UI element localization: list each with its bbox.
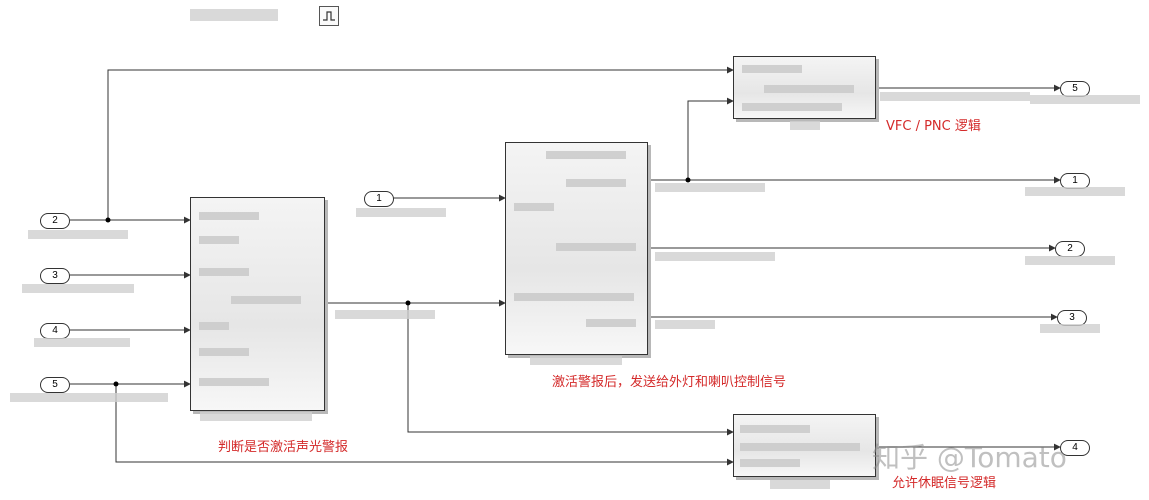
subsystem-name-blurred	[200, 412, 312, 421]
inport-label: 1	[376, 193, 382, 204]
model-title-blurred	[190, 9, 278, 21]
inport-3[interactable]: 3	[40, 268, 70, 284]
inport-5[interactable]: 5	[40, 377, 70, 393]
sleep-permission-subsystem[interactable]	[733, 414, 876, 477]
alarm-activation-subsystem[interactable]	[190, 197, 325, 411]
signal-label-blurred	[1030, 95, 1140, 104]
signal-label-blurred	[356, 208, 446, 217]
signal-label-blurred	[655, 252, 775, 261]
activate-alarm-note: 判断是否激活声光警报	[218, 440, 349, 455]
outport-label: 1	[1072, 175, 1078, 186]
signal-label-blurred	[655, 320, 715, 329]
send-signals-note: 激活警报后，发送给外灯和喇叭控制信号	[552, 375, 787, 390]
outport-label: 3	[1069, 312, 1075, 323]
inport-4[interactable]: 4	[40, 323, 70, 339]
subsystem-name-blurred	[770, 480, 830, 489]
inport-label: 5	[52, 379, 58, 390]
outport-4[interactable]: 4	[1060, 440, 1090, 456]
inport-label: 2	[52, 215, 58, 226]
signal-label-blurred	[335, 310, 435, 319]
inport-2[interactable]: 2	[40, 213, 70, 229]
signal-label-blurred	[655, 183, 765, 192]
signal-label-blurred	[1025, 187, 1125, 196]
allow-sleep-note: 允许休眠信号逻辑	[892, 476, 997, 491]
signal-label-blurred	[880, 92, 1030, 101]
signal-label-blurred	[1040, 324, 1100, 333]
outport-label: 2	[1067, 243, 1073, 254]
outport-2[interactable]: 2	[1055, 241, 1085, 257]
light-horn-control-subsystem[interactable]	[505, 142, 648, 355]
outport-label: 4	[1072, 442, 1078, 453]
signal-label-blurred	[22, 284, 134, 293]
subsystem-name-blurred	[790, 121, 820, 130]
signal-label-blurred	[34, 338, 130, 347]
pulse-icon[interactable]	[319, 6, 339, 26]
inport-1[interactable]: 1	[364, 191, 394, 207]
inport-label: 4	[52, 325, 58, 336]
vfc-pnc-subsystem[interactable]	[733, 56, 876, 119]
vfc-pnc-note: VFC / PNC 逻辑	[886, 119, 981, 134]
outport-label: 5	[1072, 83, 1078, 94]
signal-label-blurred	[1025, 256, 1115, 265]
inport-label: 3	[52, 270, 58, 281]
subsystem-name-blurred	[530, 356, 622, 365]
watermark: 知乎 @Tomato	[872, 441, 1067, 474]
signal-label-blurred	[10, 393, 168, 402]
outport-5[interactable]: 5	[1060, 81, 1090, 97]
signal-label-blurred	[28, 230, 128, 239]
